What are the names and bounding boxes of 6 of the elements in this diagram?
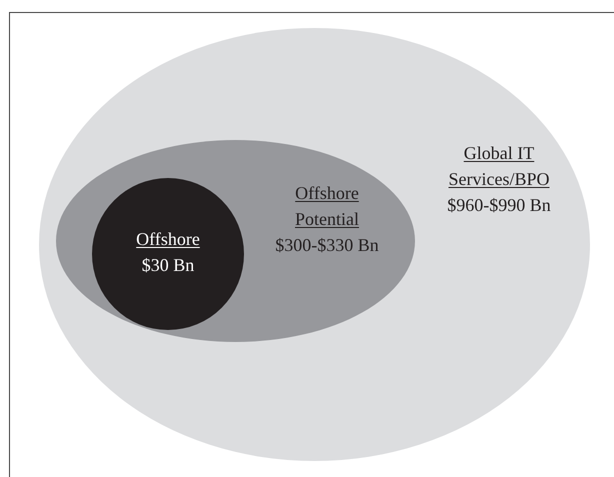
value-label: $960-$990 Bn [447, 194, 551, 217]
heading: Offshore [136, 228, 200, 251]
value-label: $300-$330 Bn [275, 234, 379, 257]
heading: Global IT Services/BPO [448, 142, 550, 191]
heading: Offshore Potential [294, 182, 360, 231]
value-label: $30 Bn [142, 254, 194, 277]
